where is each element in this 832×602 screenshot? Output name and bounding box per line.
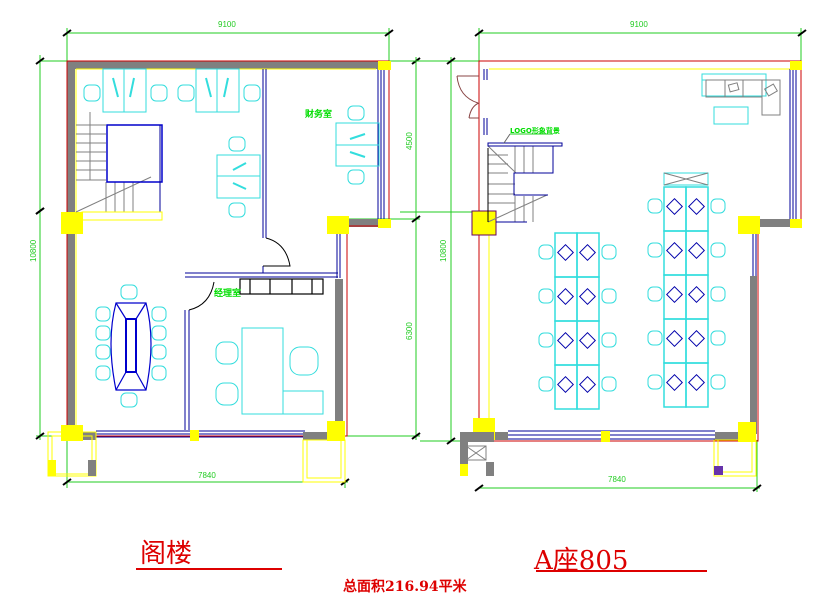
computer-icon [666,242,683,259]
chair-icon [647,330,663,346]
left-dim-top: 9100 [218,20,236,29]
right-columns [460,61,802,476]
chair-icon [538,376,554,392]
chair-icon [710,242,726,258]
right-dim-top: 9100 [630,20,648,29]
left-stairs [75,112,152,213]
computer-icon [688,374,705,391]
desk [554,232,578,278]
computer-icon [666,286,683,303]
computer-icon [557,244,574,261]
computer-icon [579,244,596,261]
chair-icon [710,198,726,214]
left-dim-height: 10800 [29,239,38,262]
left-dim-right-lower: 6300 [405,322,414,340]
room-label-manager: 经理室 [214,287,241,299]
desk [663,186,687,232]
computer-icon [579,288,596,305]
desk [663,230,687,276]
chair-icon [601,376,617,392]
right-walls [456,60,802,442]
desk [685,318,709,364]
chair-icon [538,288,554,304]
room-label-logo-wall: LOGO形象背景 [510,126,560,135]
desk [576,276,600,322]
conference-table [110,302,152,391]
desk [663,274,687,320]
desk [685,274,709,320]
chair-icon [647,242,663,258]
computer-icon [557,332,574,349]
chair-icon [647,198,663,214]
computer-icon [688,198,705,215]
left-dim-bottom: 7840 [198,471,216,480]
left-dimension-ticks [35,29,421,486]
right-stairs [487,145,548,223]
computer-icon [688,330,705,347]
computer-icon [666,330,683,347]
total-area-label: 总面积216.94平米 [343,579,467,595]
desk [576,232,600,278]
right-dim-bottom: 7840 [608,475,626,484]
computer-icon [579,376,596,393]
desk [576,364,600,410]
sofa-set [701,73,781,125]
chair-icon [601,332,617,348]
left-dimensions [36,28,420,488]
desk [685,362,709,408]
workstation-cluster-left [538,232,617,410]
left-plan-title: 阁楼 [140,539,193,569]
desk [663,362,687,408]
chair-icon [647,286,663,302]
right-title-underline [536,570,707,572]
computer-icon [557,376,574,393]
chair-icon [710,374,726,390]
desk [685,230,709,276]
left-dim-right-upper: 4500 [405,132,414,150]
desk [554,276,578,322]
right-dim-height: 10800 [439,239,448,262]
chair-icon [647,374,663,390]
left-partitions [184,69,338,430]
workstation-cluster-right [647,172,726,408]
computer-icon [688,242,705,259]
chair-icon [601,244,617,260]
desk [554,320,578,366]
left-plan: 9100 7840 10800 4500 6300 [29,20,421,488]
left-balconies [47,431,346,483]
computer-icon [688,286,705,303]
desk [576,320,600,366]
room-label-finance: 财务室 [304,108,332,120]
computer-icon [579,332,596,349]
left-furniture [83,68,380,415]
left-monitors [112,77,366,190]
chair-icon [601,288,617,304]
left-columns [61,61,391,441]
desk [554,364,578,410]
left-title-underline [136,568,282,570]
chair-icon [710,286,726,302]
computer-icon [666,198,683,215]
storage-cabinet [663,172,709,186]
desk [663,318,687,364]
computer-icon [557,288,574,305]
manager-cabinets [239,278,324,295]
chair-icon [538,332,554,348]
right-balconies [460,432,757,477]
chair-icon [538,244,554,260]
computer-icon [666,374,683,391]
chair-icon [710,330,726,346]
desk [685,186,709,232]
right-dimension-ticks [446,29,807,492]
right-plan: 9100 7840 10800 [400,20,807,492]
